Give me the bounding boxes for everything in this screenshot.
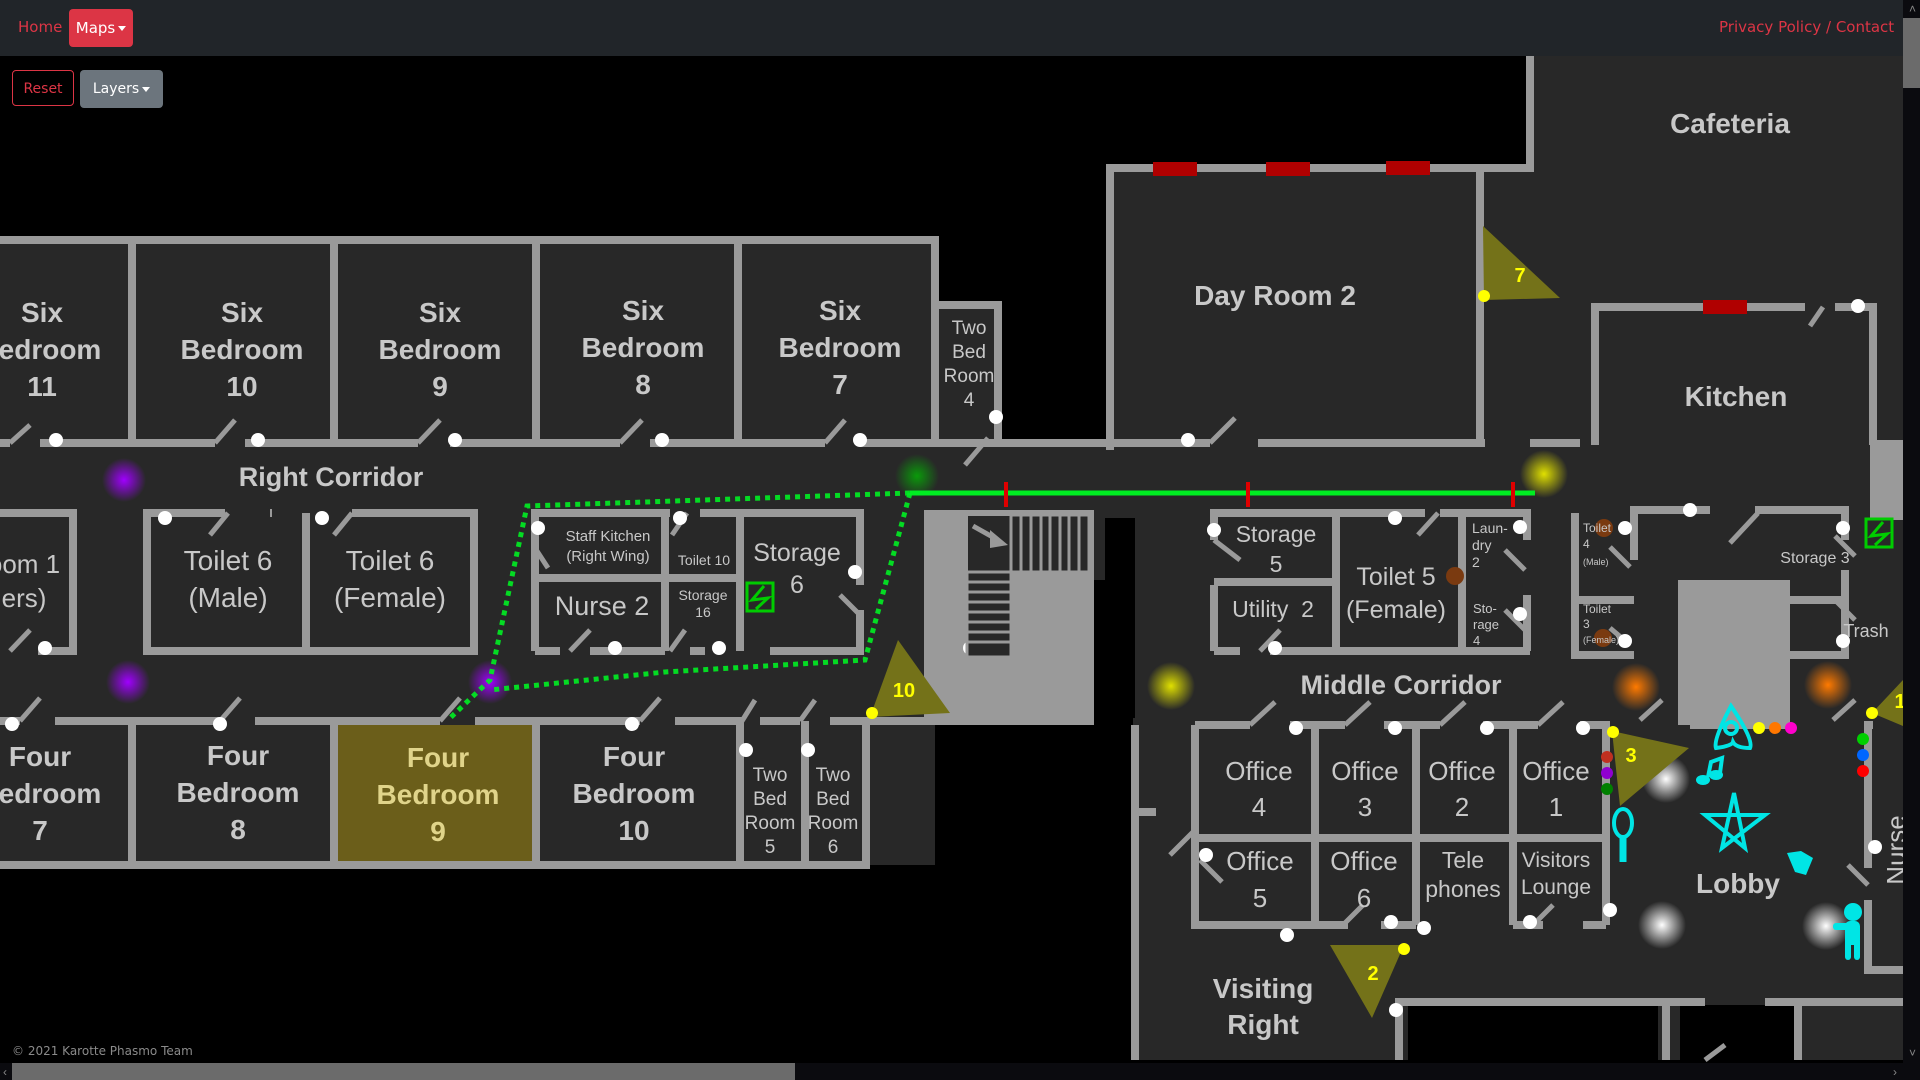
room-utility-2: Utility 2: [1232, 596, 1314, 622]
reset-button[interactable]: Reset: [12, 70, 74, 106]
locked-doors: [1153, 161, 1747, 314]
horizontal-scrollbar-thumb[interactable]: [12, 1063, 795, 1080]
room-kitchen: Kitchen: [1685, 381, 1788, 412]
layers-label: Layers: [92, 81, 140, 97]
item-markers: [1601, 722, 1869, 795]
stairs-icon: [965, 513, 1091, 659]
camera-label: 2: [1367, 963, 1378, 985]
camera-label: 1: [1894, 691, 1903, 713]
privacy-contact-link[interactable]: Privacy Policy / Contact: [1719, 18, 1895, 36]
caret-down-icon: [118, 26, 127, 31]
camera-10[interactable]: 10: [866, 640, 950, 719]
camera-7[interactable]: 7: [1478, 226, 1560, 302]
floor-plan-map[interactable]: 7 10 3 2 1: [0, 56, 1903, 1063]
room-toilet-5-female: Toilet 5(Female): [1346, 563, 1446, 624]
room-cafeteria: Cafeteria: [1670, 108, 1790, 139]
right-corridor-label: Right Corridor: [239, 462, 424, 492]
haunted-mirror-icon[interactable]: [1612, 807, 1634, 862]
maps-dropdown-button[interactable]: Maps: [69, 9, 133, 47]
camera-1[interactable]: 1: [1866, 680, 1903, 726]
walls: [0, 56, 1903, 1060]
light-orbs: [102, 450, 1852, 950]
scroll-right-arrow-icon[interactable]: ›: [1893, 1065, 1897, 1079]
stairs-direction-arrow-icon: [971, 523, 1008, 548]
music-box-icon[interactable]: [1696, 754, 1725, 785]
route-path: [446, 482, 1535, 722]
caret-down-icon: [142, 86, 151, 92]
room-nurse-2: Nurse 2: [555, 591, 650, 621]
camera-label: 7: [1514, 265, 1525, 287]
top-navbar: Home Maps Privacy Policy / Contact: [0, 0, 1903, 56]
floor-areas: [0, 56, 1903, 1060]
room-lobby: Lobby: [1696, 868, 1780, 899]
highlighted-room-four-bedroom-9[interactable]: [337, 725, 534, 863]
tarot-cards-icon[interactable]: [1787, 851, 1813, 875]
room-day-room-2: Day Room 2: [1194, 280, 1356, 311]
camera-3[interactable]: 3: [1607, 726, 1689, 806]
camera-label: 10: [893, 680, 915, 702]
room-toilet-10: Toilet 10: [678, 552, 730, 568]
room-storage-3: Storage 3: [1780, 550, 1849, 567]
room-trash: Trash: [1843, 621, 1888, 641]
layers-dropdown-button[interactable]: Layers: [80, 70, 163, 108]
fusebox-icon: [1864, 517, 1894, 549]
camera-label: 3: [1625, 745, 1636, 767]
door-markers: [5, 299, 1882, 1017]
room-nurse-partial: Nurse: [1881, 815, 1903, 884]
room-staff-kitchen: Staff Kitchen(Right Wing): [566, 528, 651, 565]
vertical-scrollbar[interactable]: ˄ ˅: [1903, 0, 1920, 1080]
middle-corridor-label: Middle Corridor: [1301, 670, 1502, 700]
camera-2[interactable]: 2: [1330, 943, 1410, 1018]
door-swings: [8, 305, 1870, 1062]
horizontal-scrollbar[interactable]: ‹ ›: [0, 1063, 1903, 1080]
room-toilet-6-male: Toilet 6(Male): [184, 545, 273, 613]
voodoo-doll-icon[interactable]: [1833, 903, 1862, 960]
scroll-down-arrow-icon[interactable]: ˅: [1908, 1046, 1916, 1060]
maps-label: Maps: [75, 19, 116, 37]
scroll-left-arrow-icon[interactable]: ‹: [3, 1065, 7, 1079]
fusebox-icon: [745, 581, 775, 613]
vertical-scrollbar-thumb[interactable]: [1903, 18, 1920, 88]
summoning-circle-icon[interactable]: [1699, 792, 1771, 854]
scroll-up-arrow-icon[interactable]: ˄: [1908, 2, 1916, 16]
ouija-board-icon[interactable]: [1713, 702, 1753, 751]
void-areas: [0, 56, 1800, 1063]
nav-home-link[interactable]: Home: [18, 18, 63, 36]
room-toilet-6-female: Toilet 6(Female): [334, 545, 446, 613]
footer-copyright: © 2021 Karotte Phasmo Team: [12, 1044, 193, 1058]
